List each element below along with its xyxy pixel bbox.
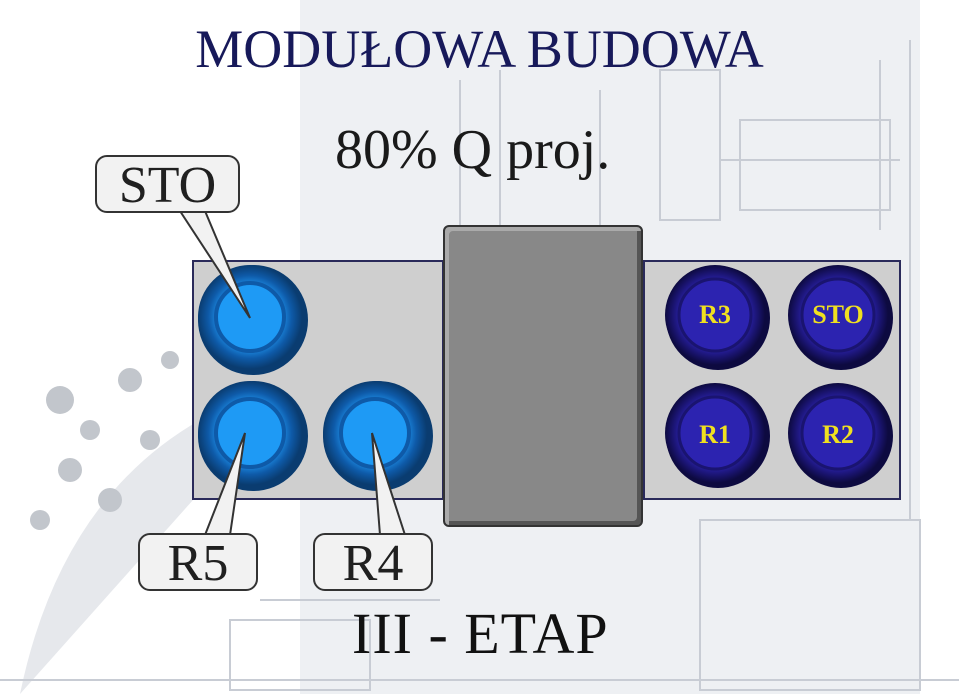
callout-sto: STO bbox=[95, 155, 240, 214]
left-module-panel bbox=[192, 260, 444, 500]
flow-percentage: 80% Q proj. bbox=[335, 119, 611, 181]
stage-label: III - ETAP bbox=[352, 601, 609, 666]
right-module-panel bbox=[643, 260, 901, 500]
page-title: MODUŁOWA BUDOWA bbox=[195, 19, 764, 79]
tank-label-r1: R1 bbox=[699, 420, 731, 449]
tank-label-r3: R3 bbox=[699, 300, 731, 329]
tank-label-sto: STO bbox=[812, 300, 864, 329]
callout-r4: R4 bbox=[313, 533, 433, 592]
tank-label-r2: R2 bbox=[822, 420, 854, 449]
callout-r5: R5 bbox=[138, 533, 258, 592]
center-module-block bbox=[443, 225, 643, 527]
